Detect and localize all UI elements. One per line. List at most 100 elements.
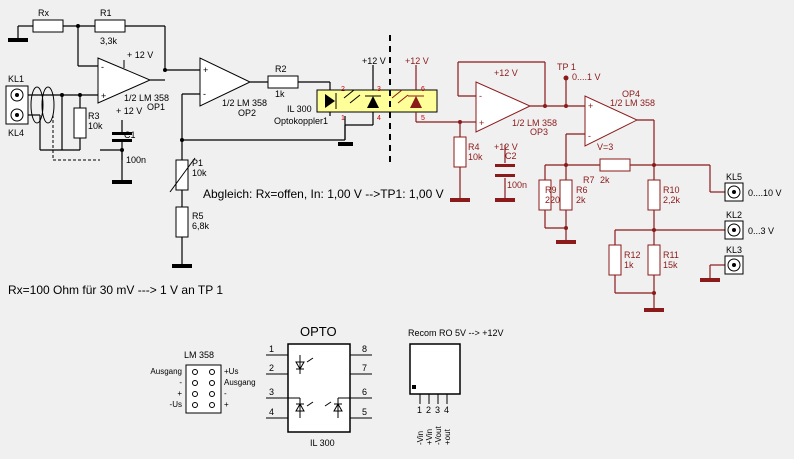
opto-pin-4: 4: [377, 115, 381, 122]
rx-note: Rx=100 Ohm für 30 mV ---> 1 V an TP 1: [8, 283, 223, 297]
op3-type: 1/2 LM 358: [512, 118, 557, 128]
recom-title: Recom RO 5V --> +12V: [408, 328, 504, 338]
opto-pinout-pin-2: 2: [269, 363, 274, 373]
svg-text:+: +: [203, 65, 208, 75]
shielded-cable: [30, 86, 100, 161]
input-wiring: [17, 25, 374, 266]
r5-name: R5: [192, 211, 204, 221]
opto-pin-6: 6: [421, 86, 425, 93]
opto-supply: +12 V: [362, 56, 386, 66]
kl1-label: KL1: [8, 74, 24, 84]
optocoupler-il300: [316, 35, 438, 165]
out-10v: 0....10 V: [748, 188, 782, 198]
out-3v: 0...3 V: [748, 226, 774, 236]
tp1-range: 0....1 V: [572, 72, 601, 82]
op2-name: OP2: [238, 108, 256, 118]
r9-value: 220: [545, 195, 560, 205]
r3-value: 10k: [88, 121, 103, 131]
opto-pin-2: 2: [341, 86, 345, 93]
opto-supply-out: +12 V: [405, 56, 429, 66]
kl3-label: KL3: [726, 245, 742, 255]
r11-value: 15k: [663, 260, 678, 270]
recom-label-3: -Vout: [434, 426, 443, 445]
c2-name: C2: [505, 151, 517, 161]
recom-pin-1: 1: [417, 405, 422, 415]
lm358-right-1: +Us: [224, 367, 238, 376]
terminal-kl2: [724, 220, 744, 240]
terminal-kl3: [724, 255, 744, 275]
calibration-note: Abgleich: Rx=offen, In: 1,00 V -->TP1: 1…: [203, 187, 444, 201]
r12-value: 1k: [624, 260, 634, 270]
opamp-op3: - +: [475, 81, 532, 133]
c1-value: 100n: [126, 155, 146, 165]
op1-name: OP1: [147, 102, 165, 112]
r6-name: R6: [576, 185, 588, 195]
lm358-right-2: Ausgang: [224, 378, 256, 387]
opamp-op2: + -: [199, 57, 252, 107]
svg-text:+: +: [479, 118, 484, 128]
opto-pinout-pin-7: 7: [362, 363, 367, 373]
lm358-left-3: +: [177, 389, 182, 398]
rx-label: Rx: [38, 8, 49, 18]
opto-pinout-pin-6: 6: [362, 387, 367, 397]
opto-pinout-title: OPTO: [300, 324, 337, 339]
recom-label-1: -Vin: [416, 431, 425, 445]
r1-name: R1: [100, 8, 112, 18]
opto-pin-3: 3: [377, 86, 381, 93]
op1-supply-c1: + 12 V: [116, 106, 142, 116]
opto-pinout-part: IL 300: [310, 438, 335, 448]
opto-pinout-pin-3: 3: [269, 387, 274, 397]
op1-supply: + 12 V: [127, 50, 153, 60]
kl5-label: KL5: [726, 172, 742, 182]
r7-name: R7: [583, 175, 595, 185]
op4-name: OP4: [622, 89, 640, 99]
opto-pinout-pin-1: 1: [269, 344, 274, 354]
opto-pinout-pin-4: 4: [269, 407, 274, 417]
r5-value: 6,8k: [192, 221, 210, 231]
opto-type: IL 300: [287, 104, 312, 114]
p1-value: 10k: [192, 168, 207, 178]
r2-value: 1k: [275, 89, 285, 99]
lm358-right-3: -: [224, 389, 227, 398]
svg-text:-: -: [203, 89, 206, 99]
c2-value: 100n: [507, 180, 527, 190]
op4-type: 1/2 LM 358: [610, 98, 655, 108]
terminal-kl5: [724, 182, 744, 202]
recom-label-4: +out: [443, 428, 452, 445]
svg-text:-: -: [588, 131, 591, 141]
recom-label-2: +Vin: [425, 429, 434, 445]
c1-name: C1: [124, 130, 136, 140]
lm358-left-2: -: [179, 378, 182, 387]
p1-wiper-arrow: [169, 157, 196, 193]
r1-value: 3,3k: [100, 36, 118, 46]
r7-value: 2k: [600, 175, 610, 185]
r4-name: R4: [468, 142, 480, 152]
lm358-pinout: LM 358 Ausgang - + -Us +Us Ausgang - +: [150, 350, 256, 414]
r3-name: R3: [88, 111, 100, 121]
lm358-left-4: -Us: [170, 400, 182, 409]
capacitor-c2: [495, 164, 515, 177]
opamp-op1: - +: [97, 57, 152, 104]
r12-name: R12: [624, 250, 641, 260]
red-resistors: [453, 136, 661, 276]
kl2-label: KL2: [726, 210, 742, 220]
r2-name: R2: [275, 64, 287, 74]
ground-symbols: [8, 38, 353, 268]
recom-converter: Recom RO 5V --> +12V 1 2 3 4 -Vin +Vin -…: [408, 328, 504, 445]
op3-name: OP3: [530, 127, 548, 137]
opto-name: Optokoppler1: [274, 116, 328, 126]
kl4-label: KL4: [8, 128, 24, 138]
svg-text:+: +: [101, 91, 106, 101]
black-resistors: [32, 19, 299, 238]
op1-type: 1/2 LM 358: [124, 93, 169, 103]
lm358-left-1: Ausgang: [150, 367, 182, 376]
recom-pin-2: 2: [426, 405, 431, 415]
terminal-kl1-kl4: [5, 85, 29, 125]
opto-pinout-pin-8: 8: [362, 344, 367, 354]
r9-name: R9: [545, 185, 557, 195]
junction-dots: [60, 24, 184, 152]
svg-text:+: +: [588, 101, 593, 111]
opamp-op4: + -: [584, 95, 639, 147]
red-ground-symbols: [450, 198, 720, 312]
